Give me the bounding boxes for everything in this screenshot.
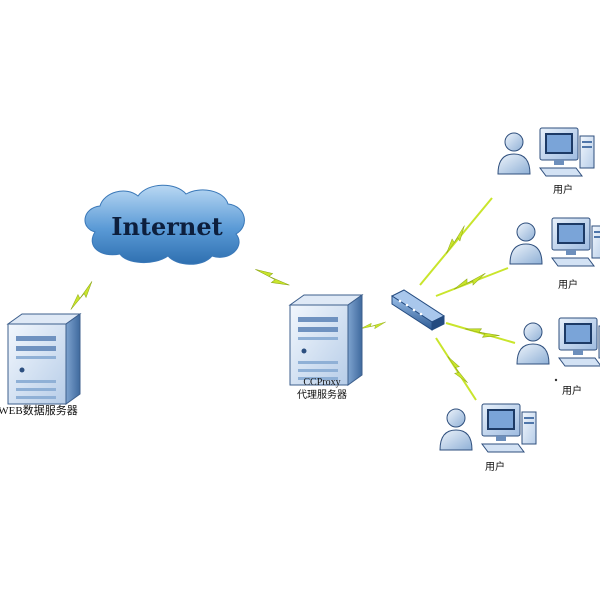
server-icon bbox=[7, 313, 81, 405]
link-web-to-internet bbox=[67, 280, 97, 312]
user-2: 用户 bbox=[509, 217, 600, 291]
user-3-label: 用户 bbox=[562, 384, 582, 397]
proxy-server-label-line2: 代理服务器 bbox=[297, 388, 347, 401]
link-switch-to-user-1 bbox=[419, 197, 493, 286]
user-computer-icon bbox=[439, 403, 537, 453]
user-1-label: 用户 bbox=[553, 183, 573, 196]
proxy-server-label-line1: CCProxy bbox=[303, 377, 340, 388]
user-3: 用户 bbox=[516, 317, 600, 397]
user-computer-icon bbox=[516, 317, 600, 367]
user-computer-icon bbox=[509, 217, 600, 267]
web-server-label: WEB数据服务器 bbox=[0, 403, 78, 417]
link-switch-to-user-3 bbox=[445, 322, 516, 344]
link-switch-to-user-4 bbox=[435, 337, 477, 401]
user-computer-icon bbox=[497, 127, 595, 177]
network-switch bbox=[390, 289, 446, 331]
internet-label: Internet bbox=[111, 212, 222, 241]
link-proxy-to-switch bbox=[359, 320, 387, 332]
proxy-server: CCProxy 代理服务器 bbox=[289, 294, 363, 401]
web-server: WEB数据服务器 bbox=[0, 313, 81, 417]
user-1: 用户 bbox=[497, 127, 595, 196]
server-icon bbox=[289, 294, 363, 386]
user-4-label: 用户 bbox=[485, 460, 505, 473]
internet-cloud: Internet bbox=[84, 184, 245, 265]
user-2-label: 用户 bbox=[558, 278, 578, 291]
link-switch-to-user-2 bbox=[435, 267, 509, 297]
link-internet-to-proxy bbox=[253, 264, 291, 292]
user-4: 用户 bbox=[439, 403, 537, 473]
